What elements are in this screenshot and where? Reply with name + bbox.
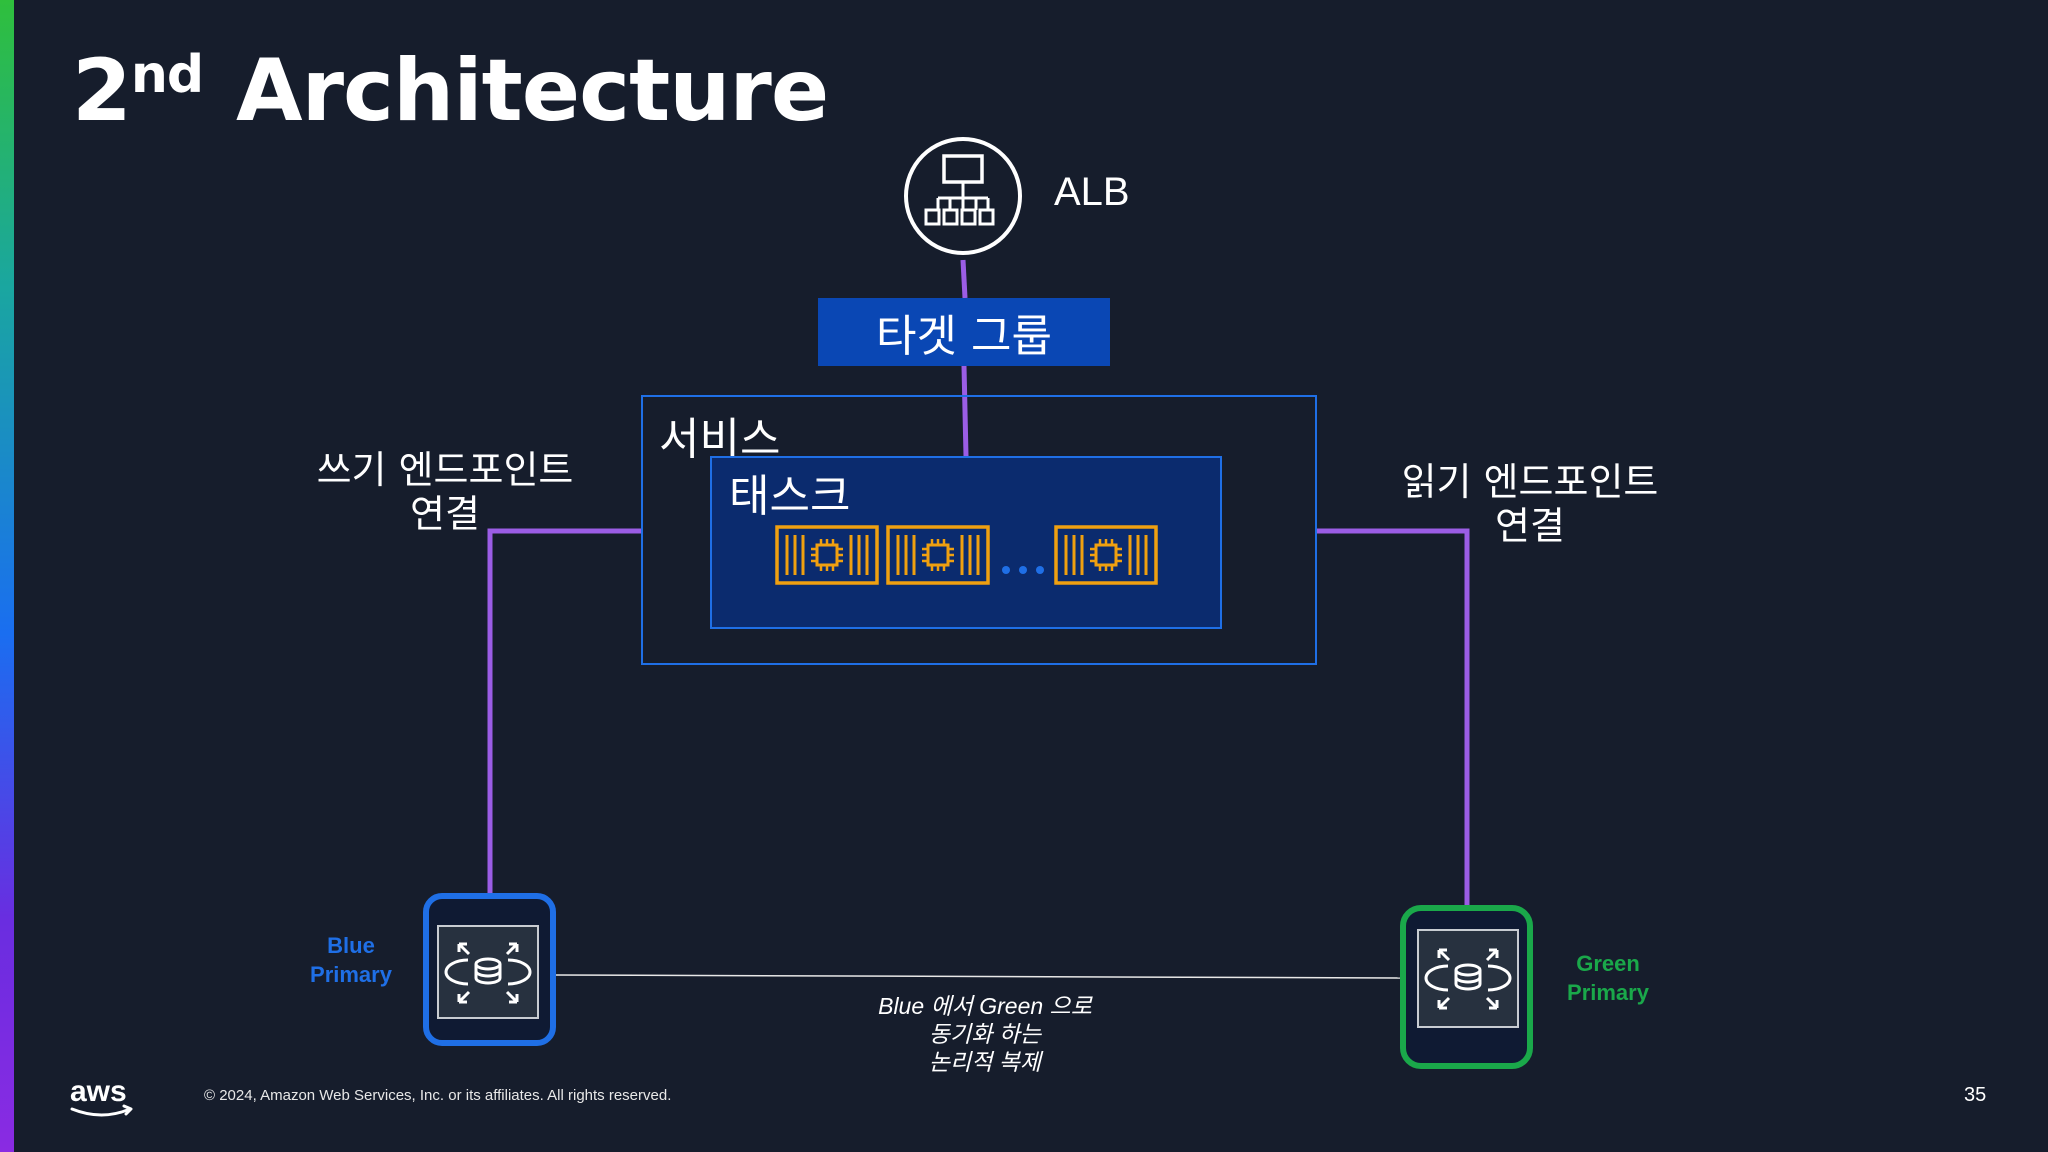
accent-bar [0, 0, 14, 1152]
read-endpoint-connector [1317, 528, 1470, 908]
slide-title: 2nd Architecture [72, 45, 829, 134]
rds-database-icon [1424, 948, 1512, 1010]
container-icon [775, 525, 879, 585]
replication-label: Blue 에서 Green 으로 동기화 하는 논리적 복제 [860, 992, 1110, 1076]
alb-label: ALB [1054, 170, 1130, 214]
replication-line2: 동기화 하는 [928, 1021, 1042, 1047]
title-text: Architecture [207, 41, 829, 141]
task-label: 태스크 [729, 471, 851, 522]
title-number: 2 [72, 41, 132, 141]
container-group [775, 525, 1158, 585]
ellipsis-dots [1002, 566, 1044, 574]
write-endpoint-label: 쓰기 엔드포인트 연결 [300, 448, 590, 536]
replication-line1: Blue 에서 Green 으로 [878, 993, 1092, 1019]
container-icon [1054, 525, 1158, 585]
read-endpoint-line2: 연결 [1495, 504, 1565, 548]
blue-label-line1: Blue [327, 933, 375, 958]
aws-logo: aws [70, 1075, 133, 1117]
write-endpoint-connector [487, 528, 641, 896]
container-icon [886, 525, 990, 585]
target-group-box: 타겟 그룹 [818, 298, 1110, 366]
green-label-line2: Primary [1567, 980, 1649, 1005]
alb-to-target-connector [960, 259, 968, 299]
load-balancer-icon [904, 137, 1022, 255]
connector-lines [487, 259, 1470, 908]
rds-database-icon [444, 942, 532, 1004]
title-ordinal: nd [130, 45, 204, 105]
target-group-label: 타겟 그룹 [876, 311, 1052, 362]
green-primary-label: Green Primary [1550, 949, 1666, 1007]
replication-arrow [553, 972, 1418, 984]
green-primary-database [1400, 905, 1533, 1069]
blue-primary-label: Blue Primary [296, 931, 406, 989]
blue-primary-database [423, 893, 556, 1046]
write-endpoint-line1: 쓰기 엔드포인트 [316, 448, 574, 492]
blue-label-line2: Primary [310, 962, 392, 987]
aws-logo-text: aws [70, 1075, 127, 1108]
write-endpoint-line2: 연결 [410, 492, 480, 536]
target-to-task-connector [961, 365, 969, 457]
replication-line3: 논리적 복제 [928, 1049, 1042, 1075]
copyright-notice: © 2024, Amazon Web Services, Inc. or its… [204, 1087, 672, 1104]
task-box: 태스크 [710, 456, 1222, 629]
read-endpoint-line1: 읽기 엔드포인트 [1401, 460, 1659, 504]
page-number: 35 [1964, 1084, 1987, 1106]
read-endpoint-label: 읽기 엔드포인트 연결 [1380, 460, 1680, 548]
green-label-line1: Green [1576, 951, 1640, 976]
